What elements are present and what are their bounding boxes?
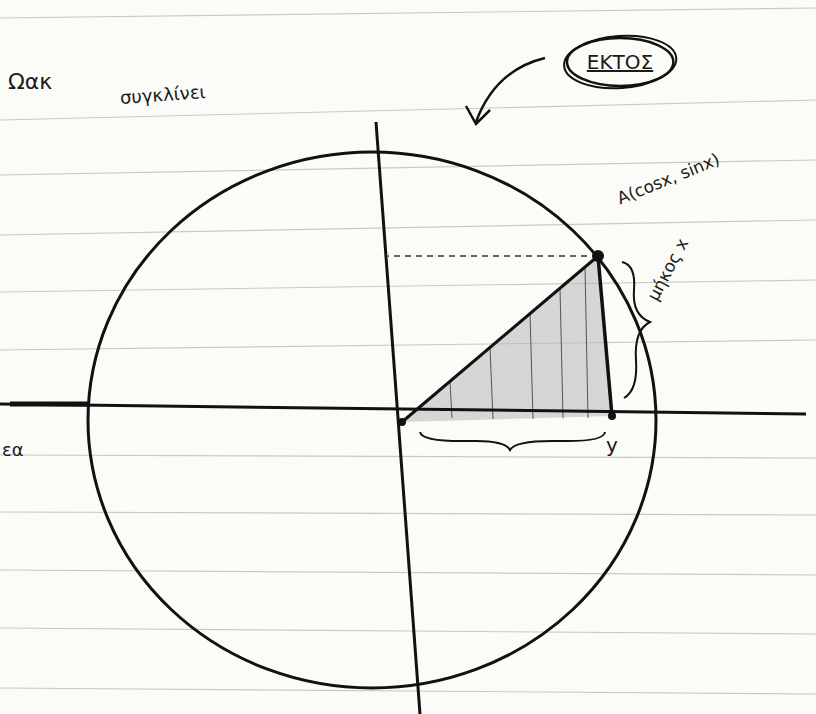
origin-dot — [398, 418, 406, 426]
y-axis — [376, 122, 420, 714]
sine-segment — [598, 256, 612, 416]
ruled-lines — [0, 8, 816, 694]
note-text: ΕΚΤΟΣ — [587, 50, 653, 74]
point-label: A(cosx, sinx) — [614, 150, 722, 208]
note-text: συγκλίνει — [119, 82, 206, 108]
x-axis — [0, 404, 806, 414]
shaded-triangle — [402, 256, 612, 422]
point-a — [592, 250, 604, 262]
axis-mark — [10, 402, 90, 407]
brace — [420, 432, 605, 450]
note-text: Ωακ — [8, 70, 52, 94]
foot-dot — [608, 412, 616, 420]
note-text: εα — [2, 440, 24, 460]
arrow-head — [466, 106, 490, 124]
circled-note: ΕΚΤΟΣ — [565, 36, 675, 88]
hatching — [450, 267, 588, 419]
brace — [622, 262, 650, 398]
axis-label: y — [606, 434, 618, 456]
projection-line — [388, 255, 598, 257]
length-label: μήκος x — [644, 235, 692, 303]
unit-circle — [88, 152, 656, 688]
radius — [402, 256, 598, 422]
